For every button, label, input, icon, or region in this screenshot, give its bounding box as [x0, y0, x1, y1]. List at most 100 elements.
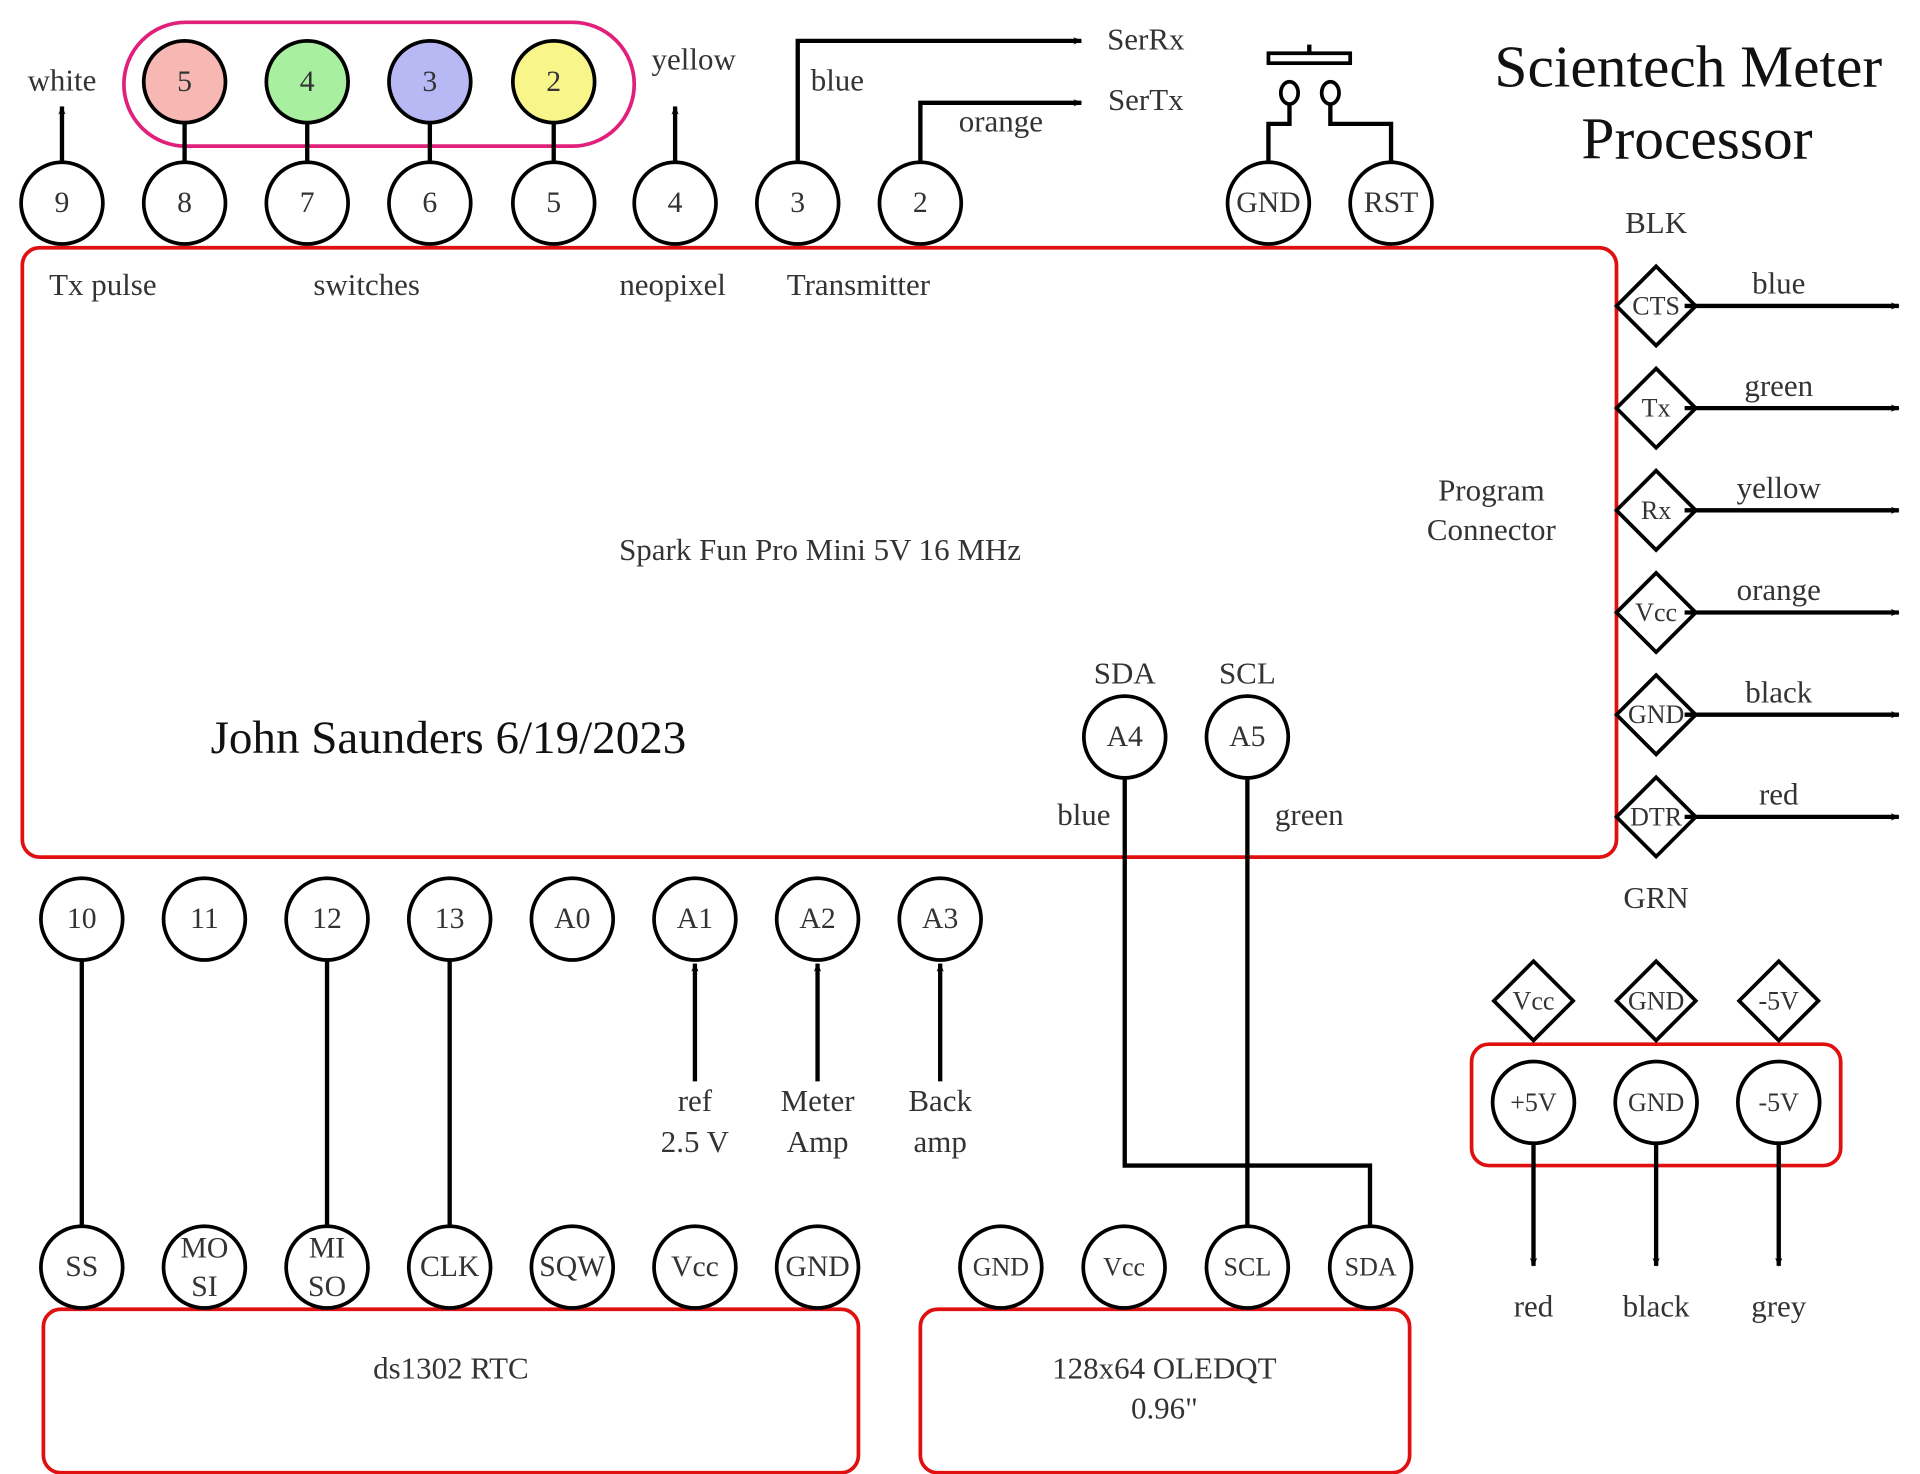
program-connector-top-label: BLK	[1625, 205, 1688, 240]
top-pin-row: 9 8 7 6 5 4 3 2 GND RST	[19, 160, 1434, 246]
program-pin-diamond	[1613, 672, 1699, 757]
rtc-pin-gnd: GND	[774, 1224, 861, 1310]
pin-2: 2	[877, 160, 964, 246]
pin-label: GND	[1236, 187, 1300, 219]
pin-label: MO	[180, 1233, 228, 1265]
pin-9: 9	[19, 160, 105, 246]
switch-label: 2	[546, 66, 561, 98]
pin-label: 5	[546, 187, 561, 219]
oled-label-1: 128x64 OLEDQT	[1052, 1351, 1276, 1386]
pin-label: 12	[312, 903, 342, 935]
pin-a2: A2	[774, 876, 861, 962]
pin-4: 4	[632, 160, 718, 246]
label-program: Program	[1438, 472, 1545, 507]
pin-label: SS	[65, 1251, 98, 1283]
title-line-1: Scientech Meter	[1494, 34, 1882, 100]
bottom-pin-row: 10 11 12 13 A0 A1 A2 A3	[39, 876, 983, 962]
switch-5[interactable]: 5	[141, 39, 228, 125]
switch-4[interactable]: 4	[264, 39, 350, 125]
main-board-label: Spark Fun Pro Mini 5V 16 MHz	[619, 532, 1021, 567]
program-pin-label: CTS	[1632, 291, 1680, 320]
program-pin-diamond	[1613, 468, 1699, 553]
pin-label: GND	[785, 1251, 849, 1283]
pin-label: Vcc	[1103, 1253, 1145, 1282]
pin-label: CLK	[420, 1251, 480, 1283]
pin-label: -5V	[1759, 1088, 1800, 1117]
pin-10: 10	[39, 876, 125, 962]
wire-label-orange: orange	[959, 103, 1043, 138]
pin-label: Vcc	[671, 1251, 719, 1283]
pin-label: GND	[973, 1253, 1029, 1282]
power-diamond-1: GND	[1613, 958, 1699, 1044]
power-wire-label: grey	[1751, 1289, 1807, 1324]
pin-11: 11	[161, 876, 248, 962]
pin-label: MI	[309, 1233, 345, 1265]
pin-12: 12	[284, 876, 370, 962]
rtc-pin-ss: SS	[39, 1224, 125, 1310]
pin-label: 9	[55, 187, 70, 219]
author-date: John Saunders 6/19/2023	[211, 712, 687, 764]
pin-label: A3	[922, 903, 958, 935]
analog-label-ref-2: 2.5 V	[661, 1124, 729, 1159]
sda-wire-label: blue	[1057, 797, 1110, 832]
pin-label: 4	[668, 187, 683, 219]
scl-wire-label: green	[1275, 797, 1344, 832]
reset-button-icon	[1266, 44, 1394, 164]
program-pin-label: GND	[1628, 700, 1684, 729]
power-diamond-0: Vcc	[1491, 958, 1576, 1044]
power-diamond-label: -5V	[1759, 986, 1800, 1015]
sertx-label: SerTx	[1108, 82, 1184, 117]
program-wire-label: black	[1745, 674, 1813, 709]
pin-8: 8	[141, 160, 228, 246]
power-diamond-label: GND	[1628, 986, 1684, 1015]
rtc-module	[41, 1307, 861, 1474]
pin-label: 11	[190, 903, 219, 935]
analog-label-meter-2: Amp	[787, 1124, 849, 1159]
serrx-wire	[795, 37, 1083, 164]
program-wire-label: orange	[1737, 572, 1821, 607]
pin-label: 2	[913, 187, 928, 219]
oled-pin-sda: SDA	[1327, 1224, 1414, 1310]
wire-label-blue: blue	[811, 62, 864, 97]
switch-circles: 5 4 3 2	[141, 39, 597, 125]
pin-a1: A1	[652, 876, 738, 962]
sda-signal-label: SDA	[1094, 656, 1157, 691]
wire-label-yellow: yellow	[652, 41, 737, 76]
analog-label-back-2: amp	[914, 1124, 967, 1159]
switch-label: 3	[422, 66, 437, 98]
pin-label: RST	[1364, 187, 1419, 219]
pin-label: A1	[677, 903, 713, 935]
oled-label-2: 0.96"	[1131, 1390, 1198, 1425]
program-wire-label: red	[1759, 777, 1799, 812]
pin-label: A5	[1229, 721, 1265, 753]
switch-2[interactable]: 2	[510, 39, 597, 125]
program-connector-bottom-label: GRN	[1623, 880, 1688, 915]
program-connector: CTSblueTxgreenRxyellowVccorangeGNDblackD…	[1613, 263, 1900, 860]
rtc-pin-sqw: SQW	[529, 1224, 616, 1310]
program-pin-label: Rx	[1641, 496, 1671, 525]
pin-label: 8	[177, 187, 192, 219]
switch-label: 4	[300, 66, 315, 98]
pin-label: 7	[300, 187, 315, 219]
pin-a4: A4	[1082, 694, 1168, 780]
wire-label-white: white	[28, 62, 97, 97]
rtc-label: ds1302 RTC	[373, 1351, 529, 1386]
pin-label: 10	[67, 903, 97, 935]
program-wire-label: green	[1744, 368, 1813, 403]
switch-3[interactable]: 3	[387, 39, 473, 125]
main-board	[20, 245, 1619, 860]
pin-label: A4	[1107, 721, 1143, 753]
pin-6: 6	[387, 160, 473, 246]
pin-label: 13	[435, 903, 465, 935]
pin-gnd: GND	[1225, 160, 1312, 246]
pin-label: A0	[554, 903, 590, 935]
pin-3: 3	[755, 160, 841, 246]
power-pin-1: GND	[1613, 1059, 1699, 1146]
pin-a5: A5	[1204, 694, 1291, 780]
